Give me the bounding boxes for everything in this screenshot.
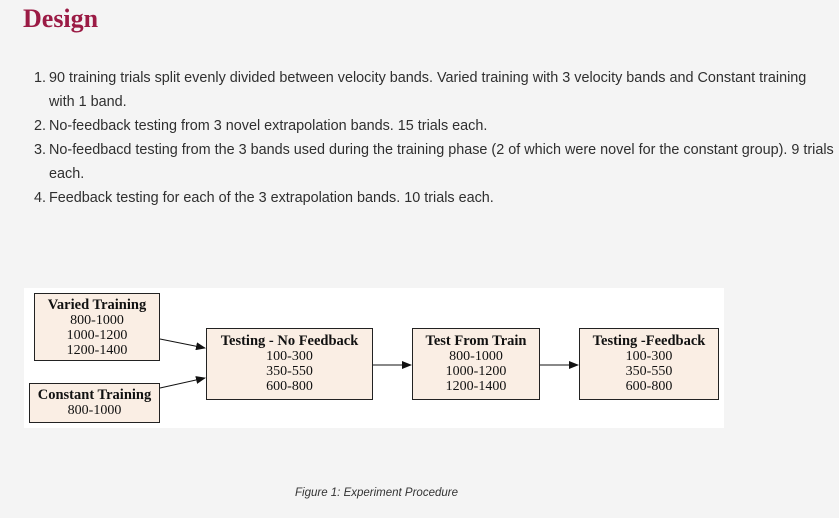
list-item: 3.No-feedbacd testing from the 3 bands u…: [34, 138, 834, 186]
node-value: 800-1000: [449, 349, 503, 364]
list-item: 1.90 training trials split evenly divide…: [34, 66, 834, 114]
list-text: Feedback testing for each of the 3 extra…: [49, 190, 494, 206]
node-title: Test From Train: [425, 333, 527, 349]
node-value: 600-800: [625, 379, 673, 394]
list-text: No-feedbacd testing from the 3 bands use…: [49, 142, 834, 182]
node-value: 1000-1200: [445, 364, 507, 379]
figure-caption: Figure 1: Experiment Procedure: [295, 487, 458, 499]
arrow-constant-to-nofeedback: [159, 376, 206, 389]
list-number: 4.: [34, 190, 47, 206]
experiment-diagram: Varied Training 800-1000 1000-1200 1200-…: [24, 288, 724, 428]
node-value: 600-800: [266, 379, 313, 394]
list-number: 3.: [34, 142, 47, 158]
list-item: 4.Feedback testing for each of the 3 ext…: [34, 186, 834, 210]
procedure-list: 1.90 training trials split evenly divide…: [34, 66, 834, 210]
node-title: Varied Training: [47, 297, 147, 313]
node-value: 350-550: [266, 364, 313, 379]
node-value: 100-300: [625, 349, 673, 364]
constant-training-node: Constant Training 800-1000: [29, 383, 160, 423]
section-heading: Design: [23, 4, 99, 33]
flow-arrows: [159, 338, 579, 389]
varied-training-node: Varied Training 800-1000 1000-1200 1200-…: [34, 293, 160, 361]
list-number: 2.: [34, 118, 47, 134]
node-value: 350-550: [625, 364, 673, 379]
node-value: 100-300: [266, 349, 313, 364]
node-value: 1200-1400: [66, 343, 128, 358]
testing-no-feedback-node: Testing - No Feedback 100-300 350-550 60…: [206, 328, 373, 400]
list-text: No-feedback testing from 3 novel extrapo…: [49, 118, 488, 134]
list-item: 2.No-feedback testing from 3 novel extra…: [34, 114, 834, 138]
arrow-varied-to-nofeedback: [159, 338, 206, 351]
testing-feedback-node: Testing -Feedback 100-300 350-550 600-80…: [579, 328, 719, 400]
node-value: 800-1000: [67, 403, 122, 418]
node-title: Testing - No Feedback: [220, 333, 359, 349]
node-value: 800-1000: [70, 313, 124, 328]
node-title: Testing -Feedback: [592, 333, 706, 349]
list-text: 90 training trials split evenly divided …: [49, 70, 807, 110]
test-from-train-node: Test From Train 800-1000 1000-1200 1200-…: [412, 328, 540, 400]
list-number: 1.: [34, 70, 47, 86]
node-value: 1200-1400: [445, 379, 507, 394]
node-title: Constant Training: [37, 387, 152, 403]
node-value: 1000-1200: [66, 328, 128, 343]
